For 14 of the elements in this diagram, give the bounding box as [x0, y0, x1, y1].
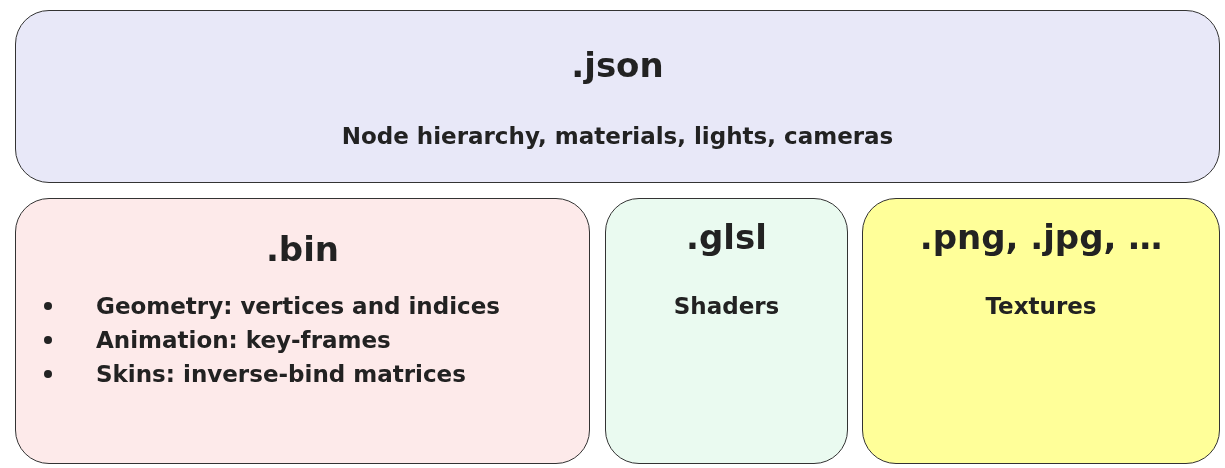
bullet-item: Skins: inverse-bind matrices [96, 361, 466, 387]
bullet-item: Animation: key-frames [96, 327, 391, 353]
file-extension-heading: .glsl [686, 217, 767, 257]
file-extension-heading: .json [571, 45, 664, 85]
bullet-item: Geometry: vertices and indices [96, 293, 501, 319]
file-extension-heading: .bin [265, 229, 340, 269]
content-description: Textures [985, 293, 1097, 319]
file-type-box [15, 10, 1220, 183]
file-type-box [605, 198, 848, 464]
file-type-box [862, 198, 1220, 464]
content-description: Shaders [673, 293, 780, 319]
content-description: Node hierarchy, materials, lights, cameras [341, 123, 894, 149]
file-extension-heading: .png, .jpg, … [919, 217, 1163, 257]
file-type-box [15, 198, 590, 464]
